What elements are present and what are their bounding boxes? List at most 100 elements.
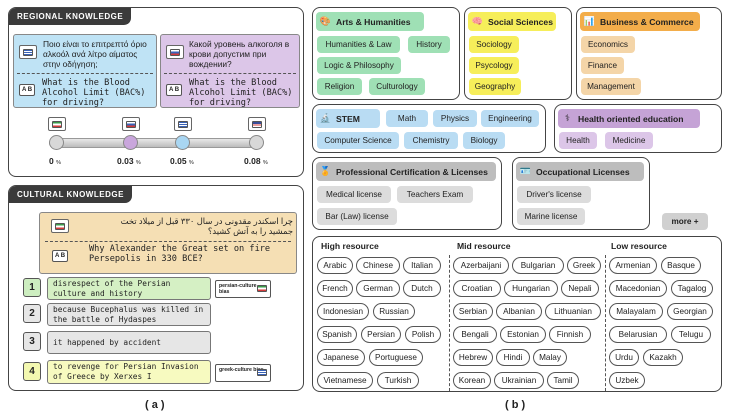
category-chip[interactable]: Marine license bbox=[517, 208, 585, 225]
language-chip[interactable]: Russian bbox=[373, 303, 415, 320]
language-chip[interactable]: Urdu bbox=[609, 349, 639, 366]
category-chip[interactable]: Management bbox=[581, 78, 641, 95]
language-chip[interactable]: Malay bbox=[533, 349, 567, 366]
language-chip[interactable]: Korean bbox=[453, 372, 491, 389]
language-chip[interactable]: Telugu bbox=[671, 326, 711, 343]
category-chip[interactable]: Medicine bbox=[605, 132, 653, 149]
bac-scale-track bbox=[49, 138, 261, 148]
option-3[interactable]: it happened by accident bbox=[47, 331, 211, 354]
language-chip[interactable]: German bbox=[356, 280, 400, 297]
occupational-licenses-box: 🪪Occupational Licenses Driver's license … bbox=[512, 157, 650, 230]
option-1[interactable]: disrespect of the Persian culture and hi… bbox=[47, 277, 211, 300]
language-chip[interactable]: Japanese bbox=[317, 349, 365, 366]
us-flag-icon bbox=[248, 117, 266, 131]
category-chip[interactable]: Economics bbox=[581, 36, 635, 53]
language-chip[interactable]: Indonesian bbox=[317, 303, 369, 320]
russian-flag-icon bbox=[166, 45, 184, 59]
option-number[interactable]: 2 bbox=[23, 304, 41, 323]
business-commerce-box: 📊Business & Commerce Economics Finance M… bbox=[576, 7, 722, 100]
option-number[interactable]: 4 bbox=[23, 362, 41, 381]
chart-icon: 📊 bbox=[583, 16, 596, 26]
language-chip[interactable]: Turkish bbox=[377, 372, 419, 389]
language-chip[interactable]: Hebrew bbox=[453, 349, 493, 366]
health-education-box: ⚕Health oriented education Health Medici… bbox=[554, 104, 722, 153]
language-chip[interactable]: Tagalog bbox=[671, 280, 713, 297]
option-2[interactable]: because Bucephalus was killed in the bat… bbox=[47, 303, 211, 326]
language-chip[interactable]: Dutch bbox=[403, 280, 441, 297]
language-chip[interactable]: Arabic bbox=[317, 257, 353, 274]
category-chip[interactable]: Finance bbox=[581, 57, 624, 74]
language-chip[interactable]: Serbian bbox=[453, 303, 493, 320]
category-chip[interactable]: Teachers Exam bbox=[397, 186, 473, 203]
option-number[interactable]: 1 bbox=[23, 278, 41, 297]
category-chip[interactable]: Religion bbox=[317, 78, 362, 95]
caduceus-icon: ⚕ bbox=[565, 113, 570, 123]
language-chip[interactable]: Georgian bbox=[667, 303, 713, 320]
category-chip[interactable]: Medical license bbox=[317, 186, 391, 203]
regional-knowledge-panel: REGIONAL KNOWLEDGE Ποιο είναι το επιτρεπ… bbox=[8, 7, 304, 177]
language-chip[interactable]: Nepali bbox=[561, 280, 599, 297]
category-chip[interactable]: Sociology bbox=[469, 36, 519, 53]
category-chip[interactable]: Geography bbox=[469, 78, 521, 95]
option-4[interactable]: to revenge for Persian Invasion of Greec… bbox=[47, 360, 211, 384]
language-chip[interactable]: Lithuanian bbox=[545, 303, 601, 320]
russian-question: Какой уровень алкоголя в крови допустим … bbox=[189, 39, 290, 69]
category-chip[interactable]: History bbox=[408, 36, 450, 53]
language-chip[interactable]: Kazakh bbox=[643, 349, 683, 366]
language-chip[interactable]: Armenian bbox=[609, 257, 657, 274]
palette-icon: 🎨 bbox=[319, 16, 332, 26]
category-chip[interactable]: Physics bbox=[433, 110, 477, 127]
category-chip[interactable]: Bar (Law) license bbox=[317, 208, 397, 225]
tick-label: 0.05 % bbox=[170, 156, 194, 166]
category-chip[interactable]: Computer Science bbox=[317, 132, 399, 149]
category-chip[interactable]: Biology bbox=[463, 132, 505, 149]
english-question-right: What is the Blood Alcohol Limit (BAC%) f… bbox=[189, 78, 293, 108]
language-chip[interactable]: Chinese bbox=[356, 257, 400, 274]
category-chip[interactable]: Chemistry bbox=[404, 132, 458, 149]
language-chip[interactable]: Persian bbox=[361, 326, 401, 343]
category-chip[interactable]: Engineering bbox=[481, 110, 539, 127]
language-chip[interactable]: Hungarian bbox=[504, 280, 558, 297]
language-chip[interactable]: Portuguese bbox=[369, 349, 423, 366]
language-chip[interactable]: Malayalam bbox=[609, 303, 663, 320]
language-chip[interactable]: Hindi bbox=[496, 349, 530, 366]
arts-humanities-header: 🎨Arts & Humanities bbox=[316, 12, 424, 31]
low-resource-header: Low resource bbox=[611, 241, 667, 251]
caption-a: ( a ) bbox=[145, 399, 165, 411]
language-chip[interactable]: Tamil bbox=[547, 372, 579, 389]
category-chip[interactable]: Health bbox=[559, 132, 597, 149]
language-chip[interactable]: Estonian bbox=[500, 326, 546, 343]
category-chip[interactable]: Logic & Philosophy bbox=[317, 57, 401, 74]
language-chip[interactable]: Italian bbox=[403, 257, 441, 274]
russian-flag-icon bbox=[122, 117, 140, 131]
category-chip[interactable]: Psycology bbox=[469, 57, 519, 74]
language-chip[interactable]: Bulgarian bbox=[512, 257, 564, 274]
language-chip[interactable]: Basque bbox=[661, 257, 701, 274]
language-chip[interactable]: Croatian bbox=[453, 280, 501, 297]
stem-box: 🔬STEM Math Physics Engineering Computer … bbox=[312, 104, 546, 153]
english-icon: A B bbox=[19, 84, 35, 96]
language-chip[interactable]: Albanian bbox=[496, 303, 542, 320]
divider bbox=[45, 241, 291, 242]
language-chip[interactable]: Belarusian bbox=[609, 326, 667, 343]
language-chip[interactable]: Finnish bbox=[549, 326, 591, 343]
category-chip[interactable]: Math bbox=[386, 110, 428, 127]
bac-scale-dot bbox=[49, 135, 64, 150]
category-chip[interactable]: Culturology bbox=[369, 78, 425, 95]
language-chip[interactable]: French bbox=[317, 280, 353, 297]
language-chip[interactable]: Vietnamese bbox=[317, 372, 373, 389]
more-button[interactable]: more + bbox=[662, 213, 708, 230]
category-chip[interactable]: Driver's license bbox=[517, 186, 591, 203]
option-number[interactable]: 3 bbox=[23, 332, 41, 351]
language-chip[interactable]: Greek bbox=[567, 257, 601, 274]
category-chip[interactable]: Humanities & Law bbox=[317, 36, 400, 53]
language-chip[interactable]: Spanish bbox=[317, 326, 357, 343]
professional-certification-box: 🏅Professional Certification & Licenses M… bbox=[312, 157, 502, 230]
language-chip[interactable]: Ukrainian bbox=[494, 372, 544, 389]
language-chip[interactable]: Bengali bbox=[453, 326, 497, 343]
language-chip[interactable]: Polish bbox=[405, 326, 441, 343]
language-chip[interactable]: Uzbek bbox=[609, 372, 645, 389]
greek-question-box bbox=[13, 34, 157, 108]
language-chip[interactable]: Macedonian bbox=[609, 280, 667, 297]
language-chip[interactable]: Azerbaijani bbox=[453, 257, 509, 274]
